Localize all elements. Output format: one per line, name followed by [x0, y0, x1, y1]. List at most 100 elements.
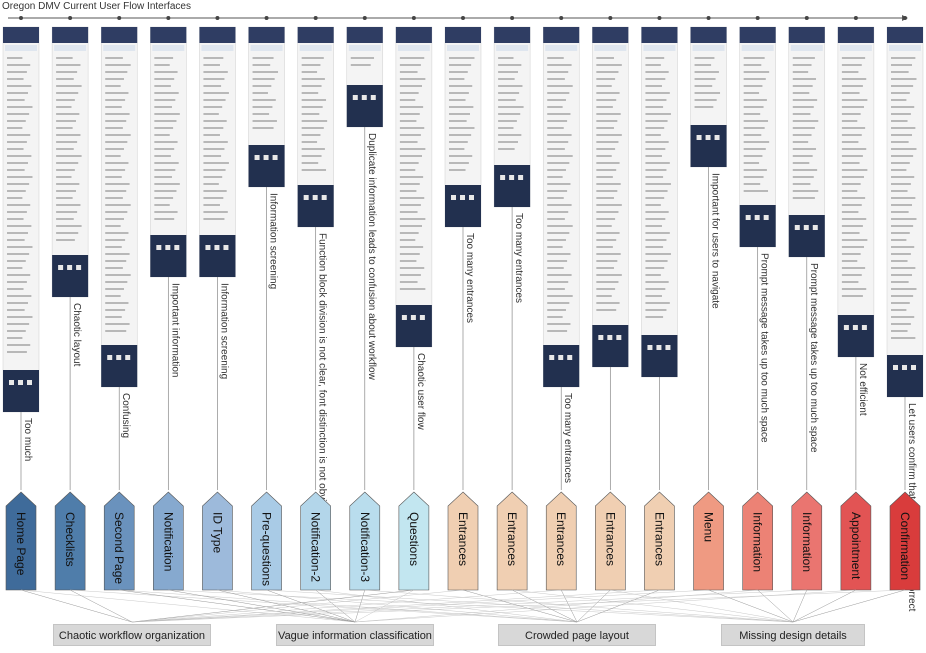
page-label-text: Questions	[407, 512, 421, 566]
screen-text-line	[399, 71, 418, 73]
screen-text-line	[154, 85, 171, 87]
screen-text-line	[7, 246, 33, 248]
screen-text-line	[841, 190, 858, 192]
screen-text-line	[743, 169, 767, 171]
screen-text-line	[7, 309, 25, 311]
screen-text-line	[743, 106, 764, 108]
page-label-text: Entrances	[652, 512, 666, 566]
category-link	[20, 589, 356, 623]
screen-text-line	[105, 176, 122, 178]
footer-icon	[76, 265, 82, 270]
screen-text-line	[743, 148, 766, 150]
screen-footer	[3, 370, 39, 412]
screen-text-line	[596, 281, 619, 283]
screen-text-line	[7, 155, 32, 157]
screen-text-line	[841, 148, 867, 150]
screen-text-line	[252, 78, 275, 80]
timeline-dot	[510, 16, 515, 20]
screen-text-line	[694, 78, 716, 80]
screen-text-line	[547, 148, 565, 150]
timeline-dot	[755, 16, 760, 20]
screen-text-line	[399, 274, 421, 276]
screen-text-line	[596, 169, 617, 171]
screen-text-line	[105, 260, 127, 262]
screen-text-line	[841, 204, 862, 206]
screen-text-line	[547, 71, 569, 73]
screen-text-line	[841, 120, 858, 122]
screen-footer	[395, 305, 432, 347]
screen-text-line	[105, 274, 131, 276]
timeline-dot	[559, 16, 564, 20]
page-label-text: Second Page	[112, 512, 126, 584]
screen-text-line	[56, 197, 73, 199]
screen-text-line	[399, 134, 421, 136]
category-link	[266, 589, 356, 623]
screen-text-line	[301, 169, 327, 171]
screen-text-line	[301, 57, 324, 59]
screen-text-line	[841, 92, 860, 94]
screen-text-line	[105, 323, 130, 325]
screen-text-line	[841, 197, 866, 199]
screen-text-line	[203, 99, 226, 101]
screen-text-line	[203, 78, 225, 80]
footer-icon	[303, 195, 309, 200]
footer-icon	[861, 325, 867, 330]
screen-text-line	[56, 99, 75, 101]
category-link	[20, 589, 133, 623]
screen-text-line	[596, 92, 620, 94]
screen-text-line	[792, 169, 818, 171]
screen-text-line	[399, 176, 424, 178]
screen-text-line	[7, 127, 23, 129]
screen-footer	[199, 235, 236, 277]
screen-text-line	[56, 218, 74, 220]
screen-text-line	[7, 316, 33, 318]
screen-header	[248, 27, 285, 43]
screen-text-line	[252, 99, 276, 101]
screen-text-line	[449, 148, 465, 150]
screen-text-line	[645, 246, 664, 248]
screen-text-line	[891, 253, 911, 255]
category-link	[119, 589, 356, 623]
issue-text: Too many entrances	[464, 233, 475, 323]
screen-text-line	[203, 57, 224, 59]
screen-text-line	[7, 113, 30, 115]
timeline-dot	[362, 16, 367, 20]
screen-text-line	[399, 113, 420, 115]
screen-text-line	[301, 113, 320, 115]
screen-text-line	[7, 218, 24, 220]
screen-text-line	[891, 281, 909, 283]
screen-text-line	[547, 246, 563, 248]
screen-text-line	[596, 204, 622, 206]
screen-text-line	[105, 148, 124, 150]
screen-header	[395, 27, 432, 43]
screen-header	[150, 27, 187, 43]
screen-text-line	[891, 274, 912, 276]
screen-text-line	[399, 120, 417, 122]
issue-text: Confusing	[120, 393, 131, 438]
screen-text-line	[645, 197, 665, 199]
screen-text-line	[841, 57, 866, 59]
screen-text-line	[596, 232, 620, 234]
screen-text-line	[743, 64, 762, 66]
screen-text-line	[841, 85, 863, 87]
screen-footer	[887, 355, 923, 397]
screen-text-line	[891, 85, 914, 87]
footer-icon	[558, 355, 564, 360]
screen-banner	[839, 45, 872, 51]
screen-text-line	[596, 274, 622, 276]
footer-icon	[665, 345, 671, 350]
screen-text-line	[7, 176, 33, 178]
flow-step-13: Entrances	[576, 16, 794, 623]
screen-text-line	[154, 141, 178, 143]
screen-mock	[100, 26, 138, 388]
flow-step-8: Duplicate information leads to confusion…	[346, 16, 794, 623]
screen-text-line	[7, 120, 26, 122]
screen-text-line	[498, 78, 515, 80]
screen-text-line	[350, 57, 375, 59]
page-label-text: Notification-2	[309, 512, 323, 582]
screen-text-line	[792, 78, 817, 80]
screen-text-line	[7, 99, 25, 101]
screen-text-line	[301, 85, 322, 87]
